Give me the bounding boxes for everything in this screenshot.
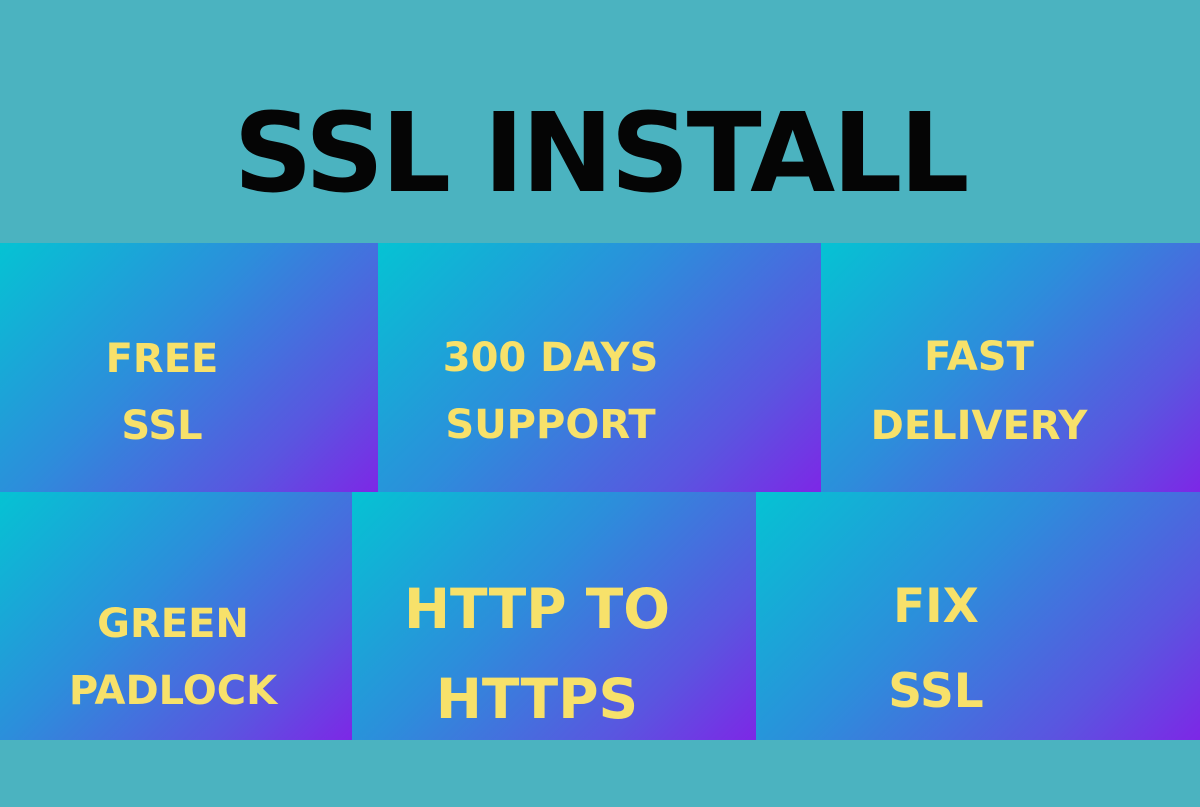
feature-line-2: DELIVERY (870, 403, 1088, 449)
feature-line-1: FREE (105, 336, 219, 382)
feature-tile-http-to-https: HTTP TO HTTPS (352, 492, 756, 740)
feature-line-1: HTTP TO (403, 577, 671, 641)
feature-line-2: SUPPORT (445, 402, 656, 448)
feature-tile-green-padlock: GREEN PADLOCK (0, 492, 352, 740)
feature-text: FIX SSL (831, 564, 1041, 734)
feature-text: HTTP TO HTTPS (382, 564, 692, 740)
feature-text: FAST DELIVERY (849, 323, 1109, 461)
feature-tile-support: 300 DAYS SUPPORT (378, 243, 821, 492)
feature-tile-free-ssl: FREE SSL (0, 243, 378, 492)
banner-title: SSL INSTALL (233, 89, 970, 217)
feature-line-1: GREEN (97, 601, 249, 647)
feature-line-1: 300 DAYS (442, 335, 659, 381)
feature-text: FREE SSL (42, 326, 282, 460)
feature-line-2: PADLOCK (68, 668, 278, 714)
feature-line-2: HTTPS (435, 667, 639, 731)
feature-line-1: FAST (924, 334, 1034, 380)
feature-tile-fix-ssl: FIX SSL (756, 492, 1200, 740)
feature-text: 300 DAYS SUPPORT (418, 325, 683, 459)
feature-line-2: SSL (888, 664, 984, 719)
feature-tile-fast-delivery: FAST DELIVERY (821, 243, 1200, 492)
feature-line-2: SSL (121, 403, 203, 449)
feature-text: GREEN PADLOCK (43, 591, 303, 725)
feature-line-1: FIX (893, 579, 979, 634)
